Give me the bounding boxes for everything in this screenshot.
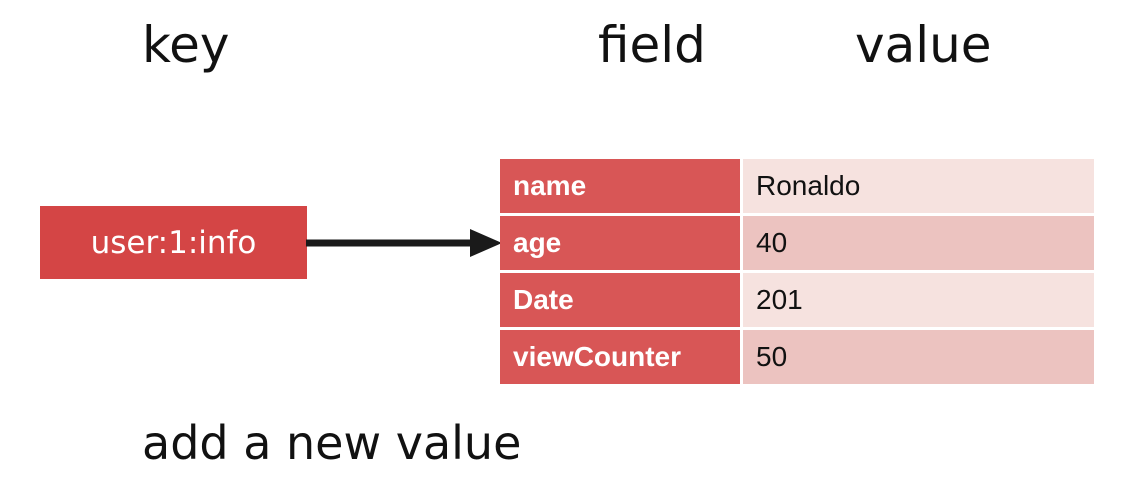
value-heading: value [855, 16, 992, 74]
key-heading: key [142, 16, 230, 74]
key-to-hash-arrow-icon [306, 229, 502, 257]
caption-text: add a new value [142, 416, 522, 470]
hash-value-cell: 40 [743, 216, 1094, 270]
hash-value-cell: 201 [743, 273, 1094, 327]
hash-row-age: age 40 [500, 216, 1094, 270]
hash-table: name Ronaldo age 40 Date 201 viewCounter… [500, 159, 1094, 384]
hash-row-date: Date 201 [500, 273, 1094, 327]
field-heading: field [598, 16, 706, 74]
hash-field-cell: name [500, 159, 740, 213]
hash-field-cell: Date [500, 273, 740, 327]
redis-key-label: user:1:info [90, 224, 257, 261]
hash-row-viewcounter: viewCounter 50 [500, 330, 1094, 384]
hash-field-cell: viewCounter [500, 330, 740, 384]
hash-value-cell: Ronaldo [743, 159, 1094, 213]
hash-value-cell: 50 [743, 330, 1094, 384]
hash-row-name: name Ronaldo [500, 159, 1094, 213]
hash-field-cell: age [500, 216, 740, 270]
redis-key-box: user:1:info [40, 206, 307, 279]
